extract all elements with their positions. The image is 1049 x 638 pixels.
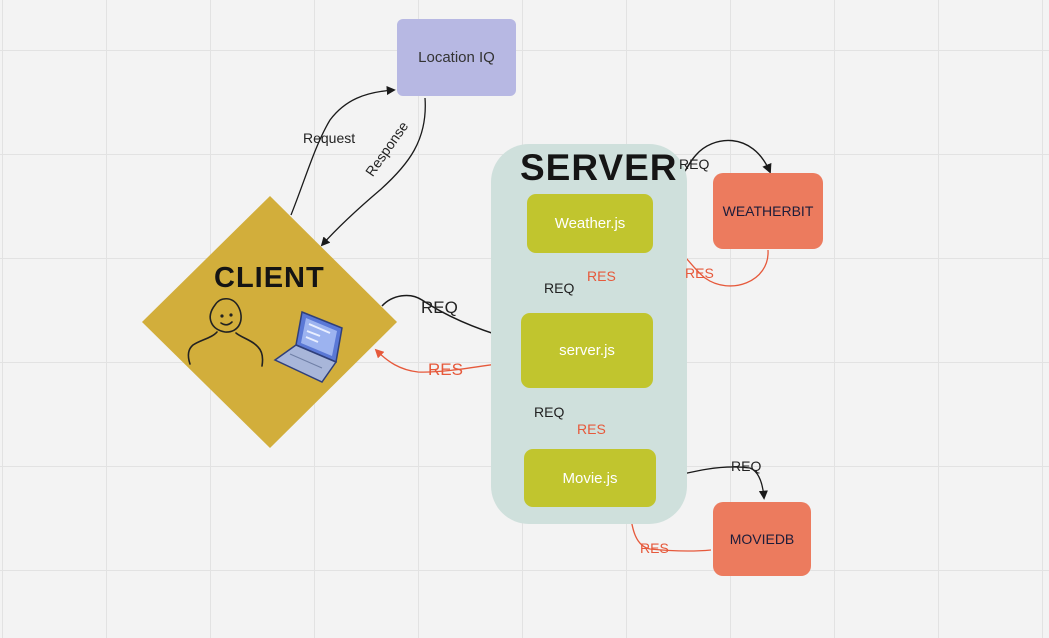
person-sketch-icon — [187, 297, 264, 367]
client-diamond — [142, 196, 397, 448]
request-label: Request — [303, 130, 356, 146]
moviedb-node[interactable]: MOVIEDB — [713, 502, 811, 576]
client-res-arrow — [374, 348, 519, 373]
weatherbit-req-label: REQ — [679, 156, 710, 172]
movie-req-label: REQ — [534, 404, 565, 420]
request-arrow — [290, 85, 396, 216]
weatherbit-res-label: RES — [685, 265, 714, 281]
client-res-label: RES — [428, 360, 463, 379]
weather-req-label: REQ — [544, 280, 575, 296]
client-label: CLIENT — [214, 262, 325, 294]
server-js-node[interactable]: server.js — [521, 313, 653, 388]
moviedb-res-label: RES — [640, 540, 669, 556]
weather-js-node[interactable]: Weather.js — [527, 194, 653, 253]
movie-res-label: RES — [577, 421, 606, 437]
movie-js-node[interactable]: Movie.js — [524, 449, 656, 507]
client-req-arrow — [381, 294, 521, 344]
moviedb-res-arrow — [626, 509, 712, 552]
server-title: SERVER — [520, 147, 678, 188]
laptop-icon — [273, 310, 343, 383]
client-req-label: REQ — [421, 298, 458, 317]
weatherbit-node[interactable]: WEATHERBIT — [713, 173, 823, 249]
location-iq-node[interactable]: Location IQ — [397, 19, 516, 96]
response-arrow — [320, 97, 426, 247]
weather-res-label: RES — [587, 268, 616, 284]
moviedb-req-label: REQ — [731, 458, 762, 474]
